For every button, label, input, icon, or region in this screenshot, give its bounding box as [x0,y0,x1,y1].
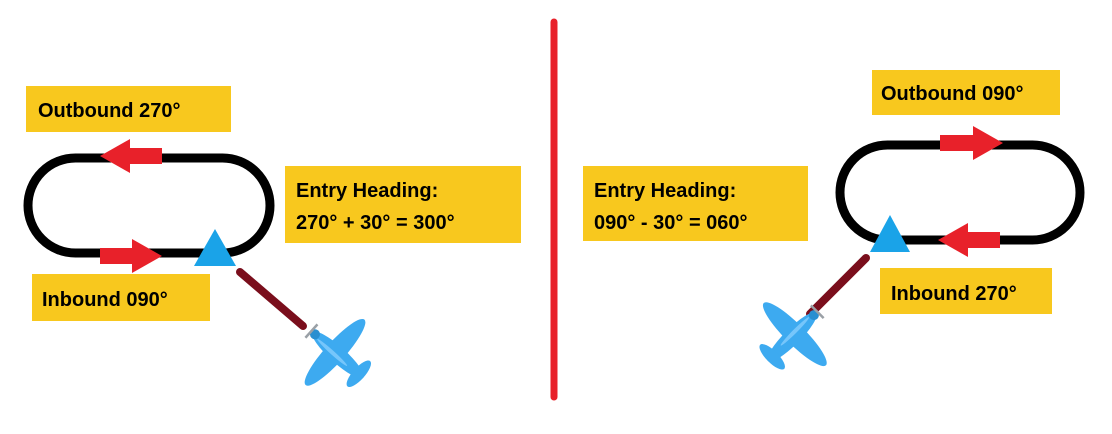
left-airplane-icon [281,297,393,411]
left-outbound-label: Outbound 270° [26,86,231,132]
right-holding-track [835,140,1085,245]
right-outbound-text: Outbound 090° [881,83,1023,105]
right-inbound-label: Inbound 270° [880,268,1052,314]
left-outbound-text: Outbound 270° [38,100,180,122]
left-outbound-arrow-icon [100,139,162,173]
left-fix-triangle-icon [194,229,236,266]
right-outbound-label: Outbound 090° [872,70,1060,115]
right-fix-triangle-icon [870,215,910,252]
right-entry-title: Entry Heading: [594,180,736,202]
left-pattern: Outbound 270° Inbound 090° Entry Heading… [23,86,521,411]
right-entry-formula: 090° - 30° = 060° [594,212,748,234]
left-inbound-text: Inbound 090° [42,289,168,311]
left-holding-track [23,153,275,258]
right-inbound-text: Inbound 270° [891,283,1017,305]
right-pattern: Outbound 090° Inbound 270° Entry Heading… [583,70,1085,393]
right-entry-heading-box: Entry Heading: 090° - 30° = 060° [583,166,808,241]
left-inbound-arrow-icon [100,239,162,273]
left-entry-heading-box: Entry Heading: 270° + 30° = 300° [285,166,521,243]
right-outbound-arrow-icon [940,126,1003,160]
left-inbound-label: Inbound 090° [32,274,210,321]
left-entry-path [236,268,307,330]
right-inbound-arrow-icon [938,223,1000,257]
left-entry-formula: 270° + 30° = 300° [296,212,455,234]
right-entry-path [806,254,870,318]
left-entry-title: Entry Heading: [296,180,438,202]
